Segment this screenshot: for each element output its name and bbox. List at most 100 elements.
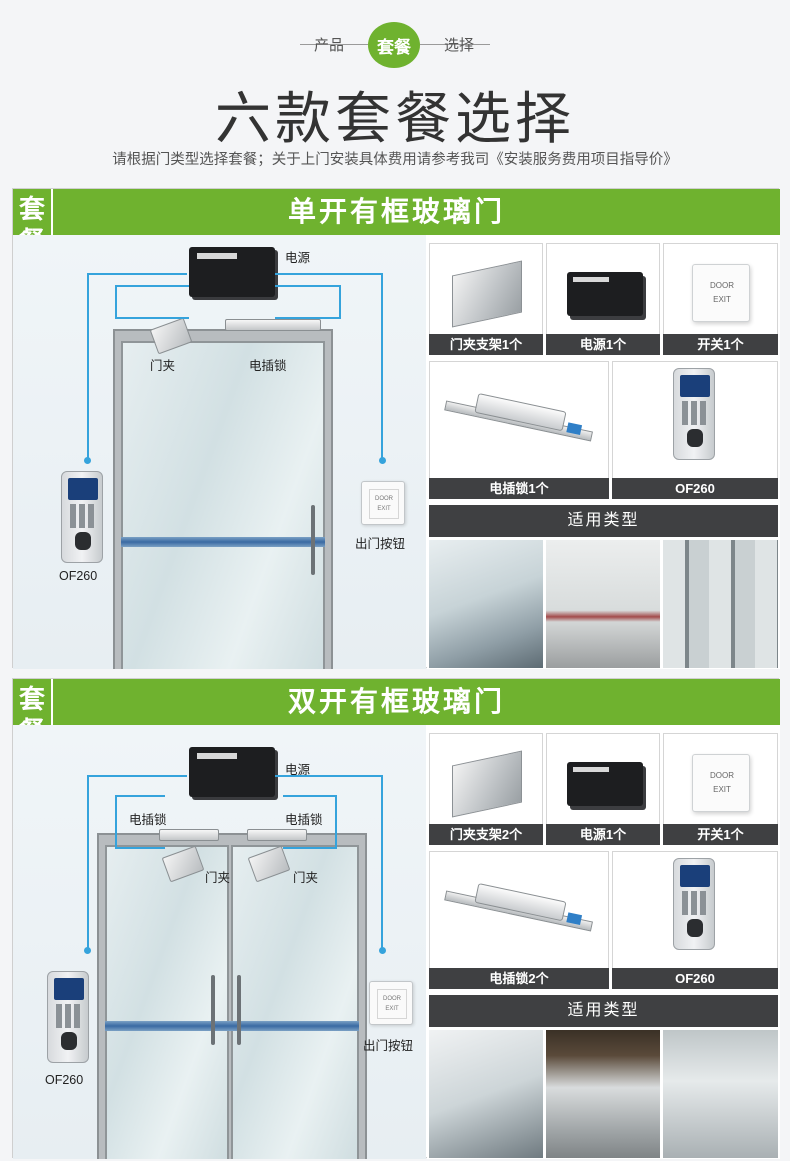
glass-door-left — [105, 845, 229, 1159]
item-cell: 电插锁1个 — [429, 361, 609, 499]
glass-door-entrance-photo — [546, 540, 660, 668]
package-title: 单开有框玻璃门 — [287, 196, 505, 227]
item-caption: 电插锁1个 — [429, 478, 609, 499]
exit-button-text: DOOR — [710, 281, 734, 290]
package-two: 双开有框玻璃门 套 餐 二 电源 电插锁 电插锁 门夹 门夹 — [12, 678, 780, 1159]
reader-label: OF260 — [45, 1073, 84, 1087]
reader-screen — [680, 375, 710, 397]
exit-button-text: DOOR — [375, 496, 393, 502]
clip-label: 门夹 — [150, 359, 176, 373]
wire-reader — [87, 775, 187, 951]
header-divider-right — [420, 44, 490, 45]
exit-button-text: DOOR — [383, 996, 401, 1002]
wire-endpoint — [379, 947, 386, 954]
applicable-types-bar: 适用类型 — [429, 995, 778, 1027]
item-cell: 电插锁2个 — [429, 851, 609, 989]
wire-endpoint — [84, 457, 91, 464]
fingerprint-sensor-icon — [75, 532, 91, 550]
glass-door — [121, 341, 325, 669]
power-supply-icon — [189, 747, 275, 797]
item-cell: 电源1个 — [546, 733, 660, 845]
exit-button-icon: DOOR EXIT — [692, 264, 750, 322]
exit-button-icon: DOOR EXIT — [369, 981, 413, 1025]
fingerprint-reader-icon — [673, 368, 715, 460]
clip-label-left: 门夹 — [205, 871, 231, 885]
wire-endpoint — [379, 457, 386, 464]
door-handle — [237, 975, 241, 1045]
reader-keypad — [56, 1004, 82, 1028]
power-supply-icon — [189, 247, 275, 297]
door-rail — [105, 1021, 359, 1031]
page-header: 产品 套餐 选择 六款套餐选择 请根据门类型选择套餐；关于上门安装具体费用请参考… — [0, 0, 790, 180]
office-glass-partition-photo — [429, 540, 543, 668]
reader-label: OF260 — [59, 569, 98, 583]
package-title-bar — [13, 189, 780, 235]
exit-button-text: EXIT — [713, 785, 731, 794]
wire-reader — [87, 273, 187, 461]
package-title: 双开有框玻璃门 — [287, 686, 505, 717]
shopfront-glass-door-photo — [663, 1030, 778, 1158]
fingerprint-reader-icon — [61, 471, 103, 563]
item-cell: OF260 — [612, 851, 778, 989]
item-caption: 电源1个 — [546, 824, 660, 845]
power-supply-icon — [567, 762, 643, 806]
item-cell: OF260 — [612, 361, 778, 499]
item-caption: 开关1个 — [663, 334, 778, 355]
header-tab-select: 选择 — [444, 37, 475, 54]
fingerprint-sensor-icon — [687, 919, 703, 937]
door-handle — [311, 505, 315, 575]
exit-label: 出门按钮 — [363, 1039, 414, 1053]
exit-button-icon: DOOR EXIT — [361, 481, 405, 525]
power-supply-icon — [567, 272, 643, 316]
wire-endpoint — [84, 947, 91, 954]
header-divider-left — [300, 44, 368, 45]
door-clip-bracket-icon — [452, 750, 522, 818]
item-caption: 门夹支架2个 — [429, 824, 543, 845]
elock-label: 电插锁 — [249, 359, 287, 373]
page-title: 六款套餐选择 — [215, 87, 575, 152]
wire-lock — [275, 285, 341, 319]
fingerprint-reader-icon — [673, 858, 715, 950]
item-cell: 门夹支架1个 — [429, 243, 543, 355]
reader-screen — [680, 865, 710, 887]
wire-clip — [115, 285, 189, 319]
glass-entrance-photo — [546, 1030, 660, 1158]
glass-door-right — [231, 845, 359, 1159]
glass-corridor-photo — [663, 540, 778, 668]
reader-screen — [54, 978, 84, 1000]
page-subtitle: 请根据门类型选择套餐；关于上门安装具体费用请参考我司《安装服务费用项目指导价》 — [112, 152, 678, 168]
package-tag-char: 套 — [18, 683, 45, 714]
applicable-types-bar: 适用类型 — [429, 505, 778, 537]
package-title-bar — [13, 679, 780, 725]
header-tab-product: 产品 — [314, 37, 345, 54]
item-cell: 电源1个 — [546, 243, 660, 355]
item-caption: 电插锁2个 — [429, 968, 609, 989]
header-tab-package: 套餐 — [368, 22, 420, 68]
wire-exit — [275, 273, 383, 461]
wire-exit — [275, 775, 383, 951]
electric-lock-icon — [247, 829, 307, 841]
glass-double-door-photo — [429, 1030, 543, 1158]
package-one: 单开有框玻璃门 套 餐 一 电源 门夹 电插锁 OF260 — [12, 188, 780, 669]
item-caption: OF260 — [612, 478, 778, 499]
exit-button-text: EXIT — [713, 295, 731, 304]
power-label: 电源 — [285, 763, 311, 777]
item-caption: 门夹支架1个 — [429, 334, 543, 355]
wire-lock-right — [283, 795, 337, 849]
electric-bolt-lock-icon — [442, 387, 596, 451]
door-handle — [211, 975, 215, 1045]
door-rail — [121, 537, 325, 547]
item-caption: 开关1个 — [663, 824, 778, 845]
wire-lock-left — [115, 795, 165, 849]
exit-button-text: EXIT — [377, 506, 391, 512]
exit-button-text: EXIT — [385, 1006, 399, 1012]
reader-screen — [68, 478, 98, 500]
door-clip-bracket-icon — [452, 260, 522, 328]
reader-keypad — [682, 891, 708, 915]
electric-lock-icon — [159, 829, 219, 841]
